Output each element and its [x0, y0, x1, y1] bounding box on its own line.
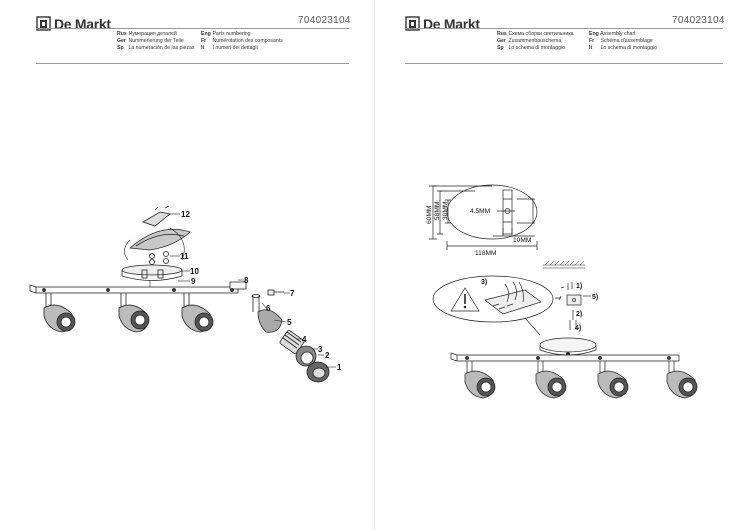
lang-row: Fr Numérotation des composants [201, 38, 283, 45]
callout-7: 7 [290, 289, 295, 298]
dimension-labels: 60MM 58MM 30MM 4.5MM 10MM 118MM [426, 202, 531, 257]
assembly-diagram: 60MM 58MM 30MM 4.5MM 10MM 118MM [426, 184, 698, 399]
parts-diagram: 12 11 10 9 8 7 6 5 4 3 2 1 [29, 205, 342, 383]
callout-3: 3 [318, 345, 323, 354]
assembly-parts [555, 282, 591, 330]
logo-mark-icon [36, 16, 51, 31]
spot-3 [181, 293, 214, 333]
lang-row: Rus Схема сборки светильника [497, 31, 574, 37]
callout-2: 2 [325, 351, 330, 360]
lang-row: It Lo schema di montaggio [589, 45, 657, 52]
step-4: 4) [575, 325, 581, 332]
lang-row: Sp La numeración de las piezas [117, 45, 195, 52]
logo-mark-icon [405, 16, 420, 31]
end-screw [267, 289, 284, 296]
step-2: 2) [576, 311, 582, 318]
header-rule [405, 28, 723, 29]
canopy [539, 337, 597, 356]
step-1: 1) [576, 283, 582, 290]
dim-30mm: 30MM [442, 202, 449, 220]
dimension-drawing [429, 184, 538, 250]
spot-1 [464, 361, 496, 399]
lang-row: It I numeri dei dettagli [201, 45, 258, 52]
leader-lines [168, 213, 336, 368]
language-column-1: Rus Нумерация деталей Ger Nummerierung d… [117, 31, 195, 53]
exploded-spot [251, 294, 330, 383]
callout-8: 8 [244, 276, 249, 285]
mounting-bar [450, 352, 680, 362]
left-page: De Markt 704023104 Rus Нумерация деталей… [29, 15, 351, 383]
lang-row: Sp Lo schema di montaggio [497, 45, 565, 52]
callout-4: 4 [302, 335, 307, 344]
header-rule [36, 28, 349, 29]
lang-row: Eng Parts numbering [201, 31, 251, 37]
lang-row: Eng Assembly chart [589, 31, 636, 37]
spot-1 [43, 293, 76, 333]
mounting-bar [29, 281, 247, 294]
step-5: 5) [592, 294, 598, 301]
page-fold [374, 0, 375, 530]
lang-row: Ger Nummerierung der Teile [117, 38, 184, 45]
wiring-detail [432, 275, 554, 336]
language-column-2: Eng Parts numbering Fr Numérotation des … [201, 31, 283, 53]
header-rule [36, 63, 349, 64]
product-code: 704023104 [672, 15, 725, 26]
callout-11: 11 [180, 252, 189, 261]
wires [124, 227, 185, 287]
callout-numbers: 12 11 10 9 8 7 6 5 4 3 2 1 [180, 210, 342, 372]
language-column-2: Eng Assembly chart Fr Schéma d'assemblag… [589, 31, 657, 53]
dim-60mm: 60MM [426, 206, 433, 224]
lang-row: Ger Zusammenbauschema [497, 38, 562, 45]
spot-2 [535, 361, 567, 399]
callout-10: 10 [190, 267, 199, 276]
header-rule [405, 63, 723, 64]
dim-4-5mm: 4.5MM [470, 208, 490, 215]
spot-2 [118, 293, 150, 333]
right-page: De Markt 704023104 Rus Схема сборки свет… [375, 0, 750, 530]
lang-row: Fr Schéma d'assemblage [589, 38, 653, 45]
callout-5: 5 [287, 318, 292, 327]
step-labels: 1) 2) 3) 4) 5) [481, 279, 598, 332]
spot-4 [666, 361, 698, 399]
callout-9: 9 [191, 277, 196, 286]
canopy-cover [129, 228, 191, 265]
step-3: 3) [481, 279, 487, 286]
product-code: 704023104 [298, 15, 351, 26]
language-column-1: Rus Схема сборки светильника Ger Zusamme… [497, 31, 574, 53]
dim-10mm: 10MM [513, 237, 531, 244]
callout-12: 12 [181, 210, 190, 219]
dim-58mm: 58MM [434, 202, 441, 220]
ceiling-hatch [543, 260, 585, 269]
dim-118mm: 118MM [475, 250, 497, 257]
lang-row: Rus Нумерация деталей [117, 31, 177, 37]
callout-6: 6 [266, 304, 271, 313]
ceiling-base [121, 264, 183, 281]
mounting-bracket [142, 205, 171, 227]
spot-3 [597, 361, 629, 399]
callout-1: 1 [337, 363, 342, 372]
